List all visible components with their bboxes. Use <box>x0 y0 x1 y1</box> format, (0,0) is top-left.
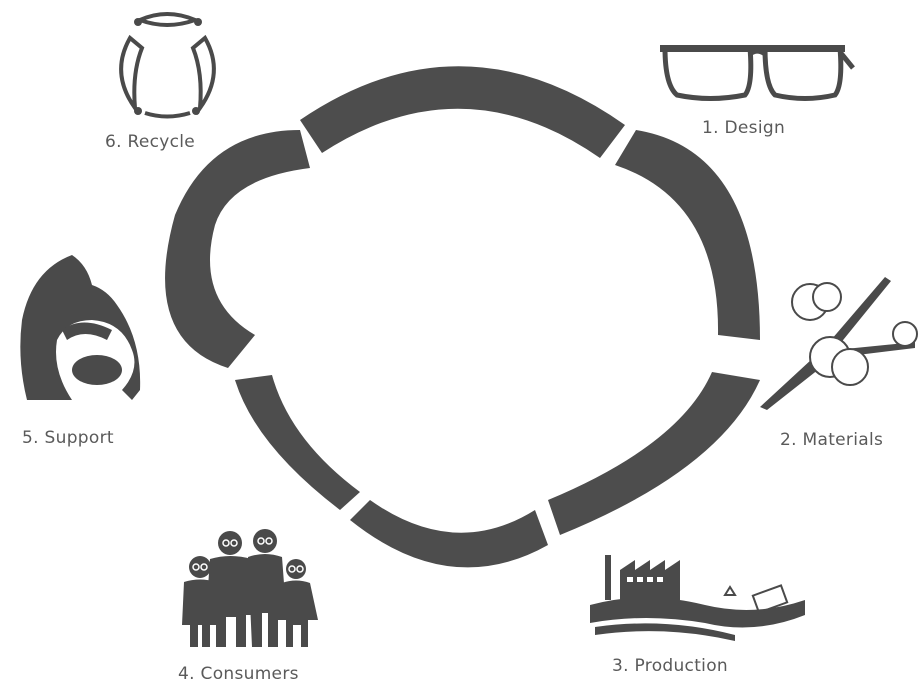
factory-icon <box>590 555 805 641</box>
stage-label-consumers: 4. Consumers <box>178 664 299 684</box>
glasses-icon <box>660 45 855 101</box>
arrow-segment-recycle-to-design <box>300 66 625 158</box>
arrow-segment-materials-to-production <box>548 372 760 535</box>
family-icon <box>182 529 318 647</box>
cotton-plant-icon <box>760 277 918 410</box>
stage-label-materials: 2. Materials <box>780 430 884 450</box>
arrow-segment-design-to-materials <box>615 130 760 340</box>
recycle-icon <box>119 12 216 119</box>
arrow-segment-support-to-recycle <box>165 130 310 368</box>
stage-label-production: 3. Production <box>612 656 728 676</box>
stage-label-design: 1. Design <box>702 118 786 138</box>
stage-label-recycle: 6. Recycle <box>105 132 196 152</box>
arrow-segment-consumers-to-support <box>235 375 360 510</box>
stage-label-support: 5. Support <box>22 428 114 448</box>
arrow-segment-production-to-consumers <box>350 500 548 568</box>
orangutan-icon <box>20 255 141 400</box>
